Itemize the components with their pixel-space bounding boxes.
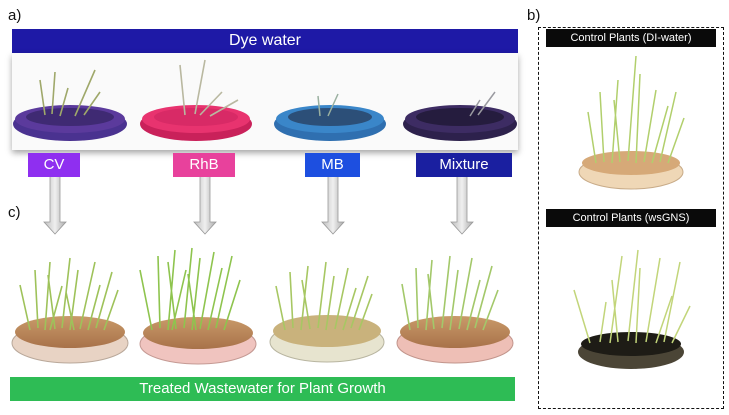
panel-label-c: c) xyxy=(8,204,21,221)
dye-label-cv: CV xyxy=(28,153,80,177)
panel-label-b: b) xyxy=(527,7,541,24)
control-title-di-water: Control Plants (DI-water) xyxy=(546,29,716,47)
arrow-mb xyxy=(321,175,345,235)
dish-mb xyxy=(274,93,386,141)
plant-dish-mixture xyxy=(396,255,514,364)
arrow-cv xyxy=(43,175,67,235)
dye-label-rhb: RhB xyxy=(173,153,235,177)
control-dish-wsgns xyxy=(573,249,691,369)
arrow-mixture xyxy=(450,175,474,235)
panel-label-a: a) xyxy=(8,7,22,24)
plant-dish-rhb xyxy=(139,247,257,365)
dye-label-mixture: Mixture xyxy=(416,153,512,177)
dish-cv xyxy=(13,69,127,141)
control-dish-di-water xyxy=(578,55,685,190)
dye-water-banner: Dye water xyxy=(12,29,518,53)
dish-mixture xyxy=(403,91,517,141)
dish-rhb xyxy=(140,59,252,141)
arrow-rhb xyxy=(193,175,217,235)
control-plants-box xyxy=(538,27,724,409)
treated-wastewater-banner: Treated Wastewater for Plant Growth xyxy=(10,377,515,401)
dye-label-mb: MB xyxy=(305,153,360,177)
plant-dish-mb xyxy=(269,261,385,363)
control-title-wsgns: Control Plants (wsGNS) xyxy=(546,209,716,227)
plant-dish-cv xyxy=(11,257,129,364)
